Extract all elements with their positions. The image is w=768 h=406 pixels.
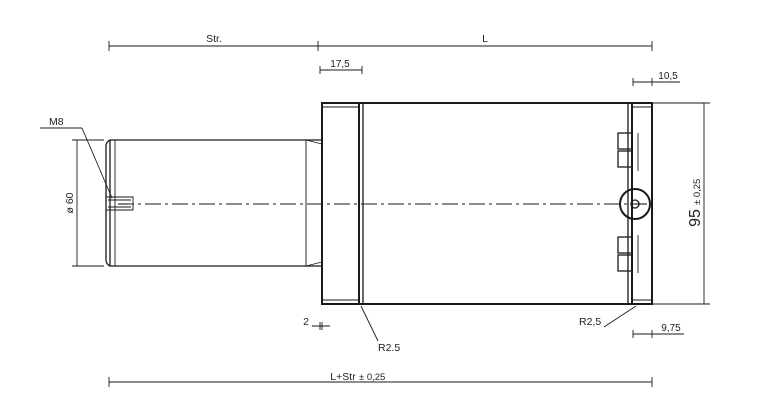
piston-rod bbox=[105, 139, 323, 267]
dim-9-75-label: 9,75 bbox=[661, 323, 681, 334]
height-tolerance: ± 0,25 bbox=[692, 179, 703, 205]
radius-left-label: R2.5 bbox=[378, 342, 400, 354]
overall-label: L+Str bbox=[330, 371, 356, 383]
dim-17-5-label: 17,5 bbox=[330, 59, 350, 70]
height-value: 95 bbox=[687, 209, 704, 227]
radius-right-label: R2,5 bbox=[579, 316, 601, 328]
dimension-stroke-length: Str. L bbox=[108, 33, 653, 51]
dimension-height: 95 ± 0,25 bbox=[652, 102, 710, 305]
dim-10-5-label: 10,5 bbox=[658, 71, 678, 82]
dimension-2: 2 bbox=[303, 316, 330, 330]
dimension-17-5: 17,5 bbox=[319, 59, 363, 74]
dimension-9-75: 9,75 bbox=[632, 323, 684, 338]
dimension-10-5: 10,5 bbox=[632, 71, 680, 86]
thread-label: M8 bbox=[49, 116, 64, 128]
dim-2-label: 2 bbox=[303, 316, 309, 328]
dimension-diameter: ø 60 bbox=[64, 139, 104, 267]
thread-callout: M8 bbox=[40, 116, 113, 199]
radius-callout-right: R2,5 bbox=[579, 305, 637, 328]
dim-length-label: L bbox=[482, 33, 488, 45]
dim-stroke-label: Str. bbox=[206, 33, 222, 45]
dimension-overall: L+Str ± 0,25 bbox=[108, 371, 653, 387]
diameter-label: ø 60 bbox=[64, 192, 76, 213]
radius-callout-left: R2.5 bbox=[360, 305, 400, 354]
overall-tolerance: ± 0,25 bbox=[359, 372, 385, 383]
